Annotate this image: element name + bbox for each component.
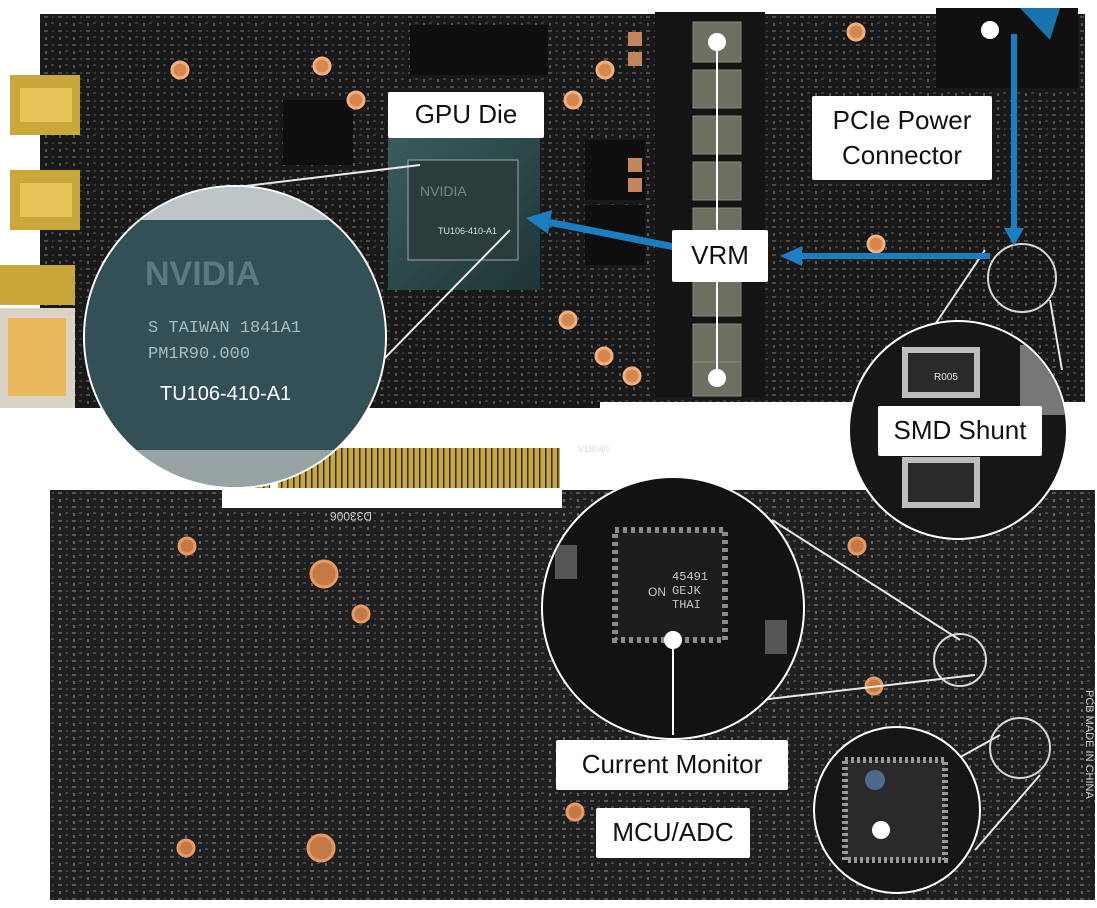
shunt-text: R005 bbox=[934, 372, 958, 383]
gpu-die-label: GPU Die bbox=[388, 92, 544, 138]
current-monitor-zoom: ON 45491 GEJK THAI bbox=[541, 476, 805, 740]
zoom-line1-text: S TAIWAN 1841A1 bbox=[148, 319, 301, 338]
io-ports bbox=[0, 75, 80, 408]
power-flow-arrows bbox=[526, 8, 1060, 266]
pcie-power-label-line2: Connector bbox=[842, 140, 962, 170]
die-brand-text: NVIDIA bbox=[420, 183, 467, 199]
rear-board-code: D33006 bbox=[330, 509, 372, 523]
pcie-power-label-line1: PCIe Power bbox=[832, 104, 972, 135]
vrm-column bbox=[628, 12, 765, 397]
zoom-line2-text: PM1R90.000 bbox=[148, 345, 250, 364]
board-code-text: V18040 bbox=[578, 444, 609, 454]
board-brand-text: GIGABYTE bbox=[378, 416, 435, 428]
die-part-text: TU106-410-A1 bbox=[438, 226, 497, 236]
pcie-power-connector bbox=[936, 8, 1078, 88]
mcu-adc-label: MCU/ADC bbox=[596, 808, 750, 858]
vrm-label: VRM bbox=[672, 230, 768, 282]
zoom-part-text: TU106-410-A1 bbox=[160, 383, 291, 405]
pcie-power-connector-label: PCIe Power Connector bbox=[812, 96, 992, 180]
zoom-brand-text: NVIDIA bbox=[145, 255, 260, 293]
smd-shunt-label: SMD Shunt bbox=[878, 406, 1042, 456]
current-monitor-label: Current Monitor bbox=[556, 740, 788, 790]
mcu-zoom bbox=[813, 726, 981, 894]
top-board: NVIDIA TU106-410-A1 GIGABYTE V18040 bbox=[0, 8, 1097, 504]
monitor-line3-text: THAI bbox=[672, 598, 701, 612]
monitor-line1-text: 45491 bbox=[672, 570, 708, 584]
pcb-made-in-text: PCB MADE IN CHINA bbox=[1083, 690, 1095, 799]
monitor-logo-text: ON bbox=[648, 585, 666, 599]
monitor-line2-text: GEJK bbox=[672, 584, 702, 598]
